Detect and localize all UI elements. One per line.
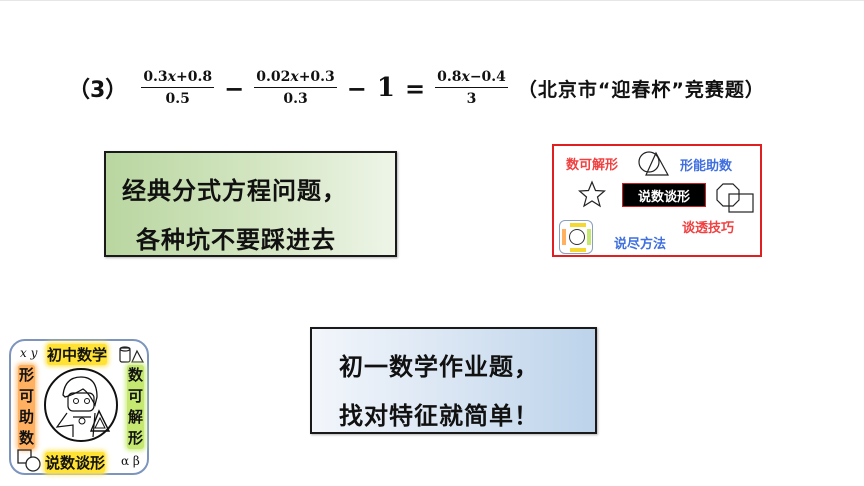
minus-operator: − [346, 73, 367, 103]
promo-top-right: 形能助数 [680, 159, 733, 174]
promo-right: 谈透技巧 [682, 221, 735, 236]
constant-term: 1 [376, 73, 395, 103]
channel-logo: x y 初中数学 形 可 助 数 数 可 解 形 说数谈形 α β [9, 339, 149, 475]
promo-box: 数可解形 形能助数 说数谈形 谈透技巧 说尽方法 [552, 144, 762, 257]
denominator: 0.3 [283, 91, 308, 107]
fraction-term1: 0.3x+0.8 0.5 [141, 69, 215, 107]
problem-source: （北京市“迎春杯”竞赛题） [517, 78, 765, 101]
logo-top-text: 初中数学 [47, 344, 108, 365]
fraction-rhs: 0.8x−0.4 3 [435, 69, 508, 107]
numerator: 0.3x+0.8 [141, 69, 215, 88]
callout-green-line1: 经典分式方程问题， [122, 177, 347, 205]
promo-bottom: 说尽方法 [614, 237, 667, 252]
cartoon-avatar-icon [44, 368, 118, 442]
logo-vars: x y [20, 346, 38, 360]
logo-bottom-text: 说数谈形 [45, 452, 106, 473]
callout-green: 经典分式方程问题， 各种坑不要踩进去 [104, 151, 397, 257]
callout-blue-line1: 初一数学作业题， [339, 353, 539, 381]
callout-blue: 初一数学作业题， 找对特征就简单！ [310, 327, 597, 434]
minus-operator: − [224, 73, 245, 103]
callout-blue-line2: 找对特征就简单！ [339, 402, 539, 430]
fraction-term2: 0.02x+0.3 0.3 [254, 69, 337, 107]
circle-triangle-icon [638, 151, 670, 176]
star-icon [578, 180, 606, 208]
callout-green-line2: 各种坑不要踩进去 [136, 226, 336, 254]
promo-top-left: 数可解形 [566, 158, 619, 173]
denominator: 0.5 [165, 91, 190, 107]
logo-left-text: 形 可 助 数 [18, 365, 36, 449]
cylinder-triangle-icon [119, 346, 145, 363]
problem-number: （3） [68, 78, 128, 103]
equals-sign: = [405, 73, 426, 103]
mini-logo-icon [559, 220, 593, 254]
numerator: 0.8x−0.4 [435, 69, 508, 88]
logo-greek: α β [121, 454, 140, 468]
logo-right-text: 数 可 解 形 [127, 365, 145, 449]
square-circle-icon [17, 449, 41, 472]
top-divider [0, 0, 864, 1]
denominator: 3 [466, 91, 477, 107]
promo-center-label: 说数谈形 [622, 183, 706, 207]
octagon-square-icon [716, 183, 754, 213]
numerator: 0.02x+0.3 [254, 69, 337, 88]
equation: （3） 0.3x+0.8 0.5 − 0.02x+0.3 0.3 − 1 = 0… [68, 60, 765, 116]
